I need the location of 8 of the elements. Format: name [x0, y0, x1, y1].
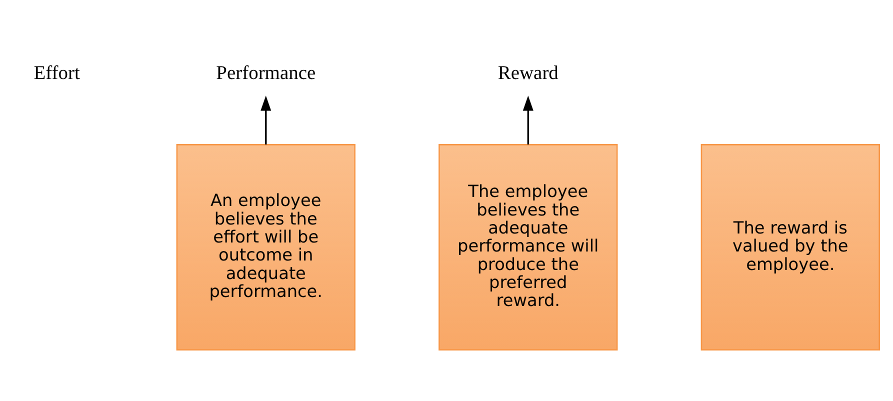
arrow [522, 96, 533, 144]
node-box: The employee believes the adequate performance will produce the preferred reward. [438, 144, 618, 350]
node-text: Effort [33, 63, 80, 84]
arrow [260, 96, 271, 144]
node-box: An employee believes the effort will be outcome in adequate performance. [176, 144, 355, 350]
node-text: Reward [497, 63, 558, 84]
node-text: Performance [216, 63, 316, 84]
node-box: The reward is valued by the employee. [700, 144, 880, 350]
